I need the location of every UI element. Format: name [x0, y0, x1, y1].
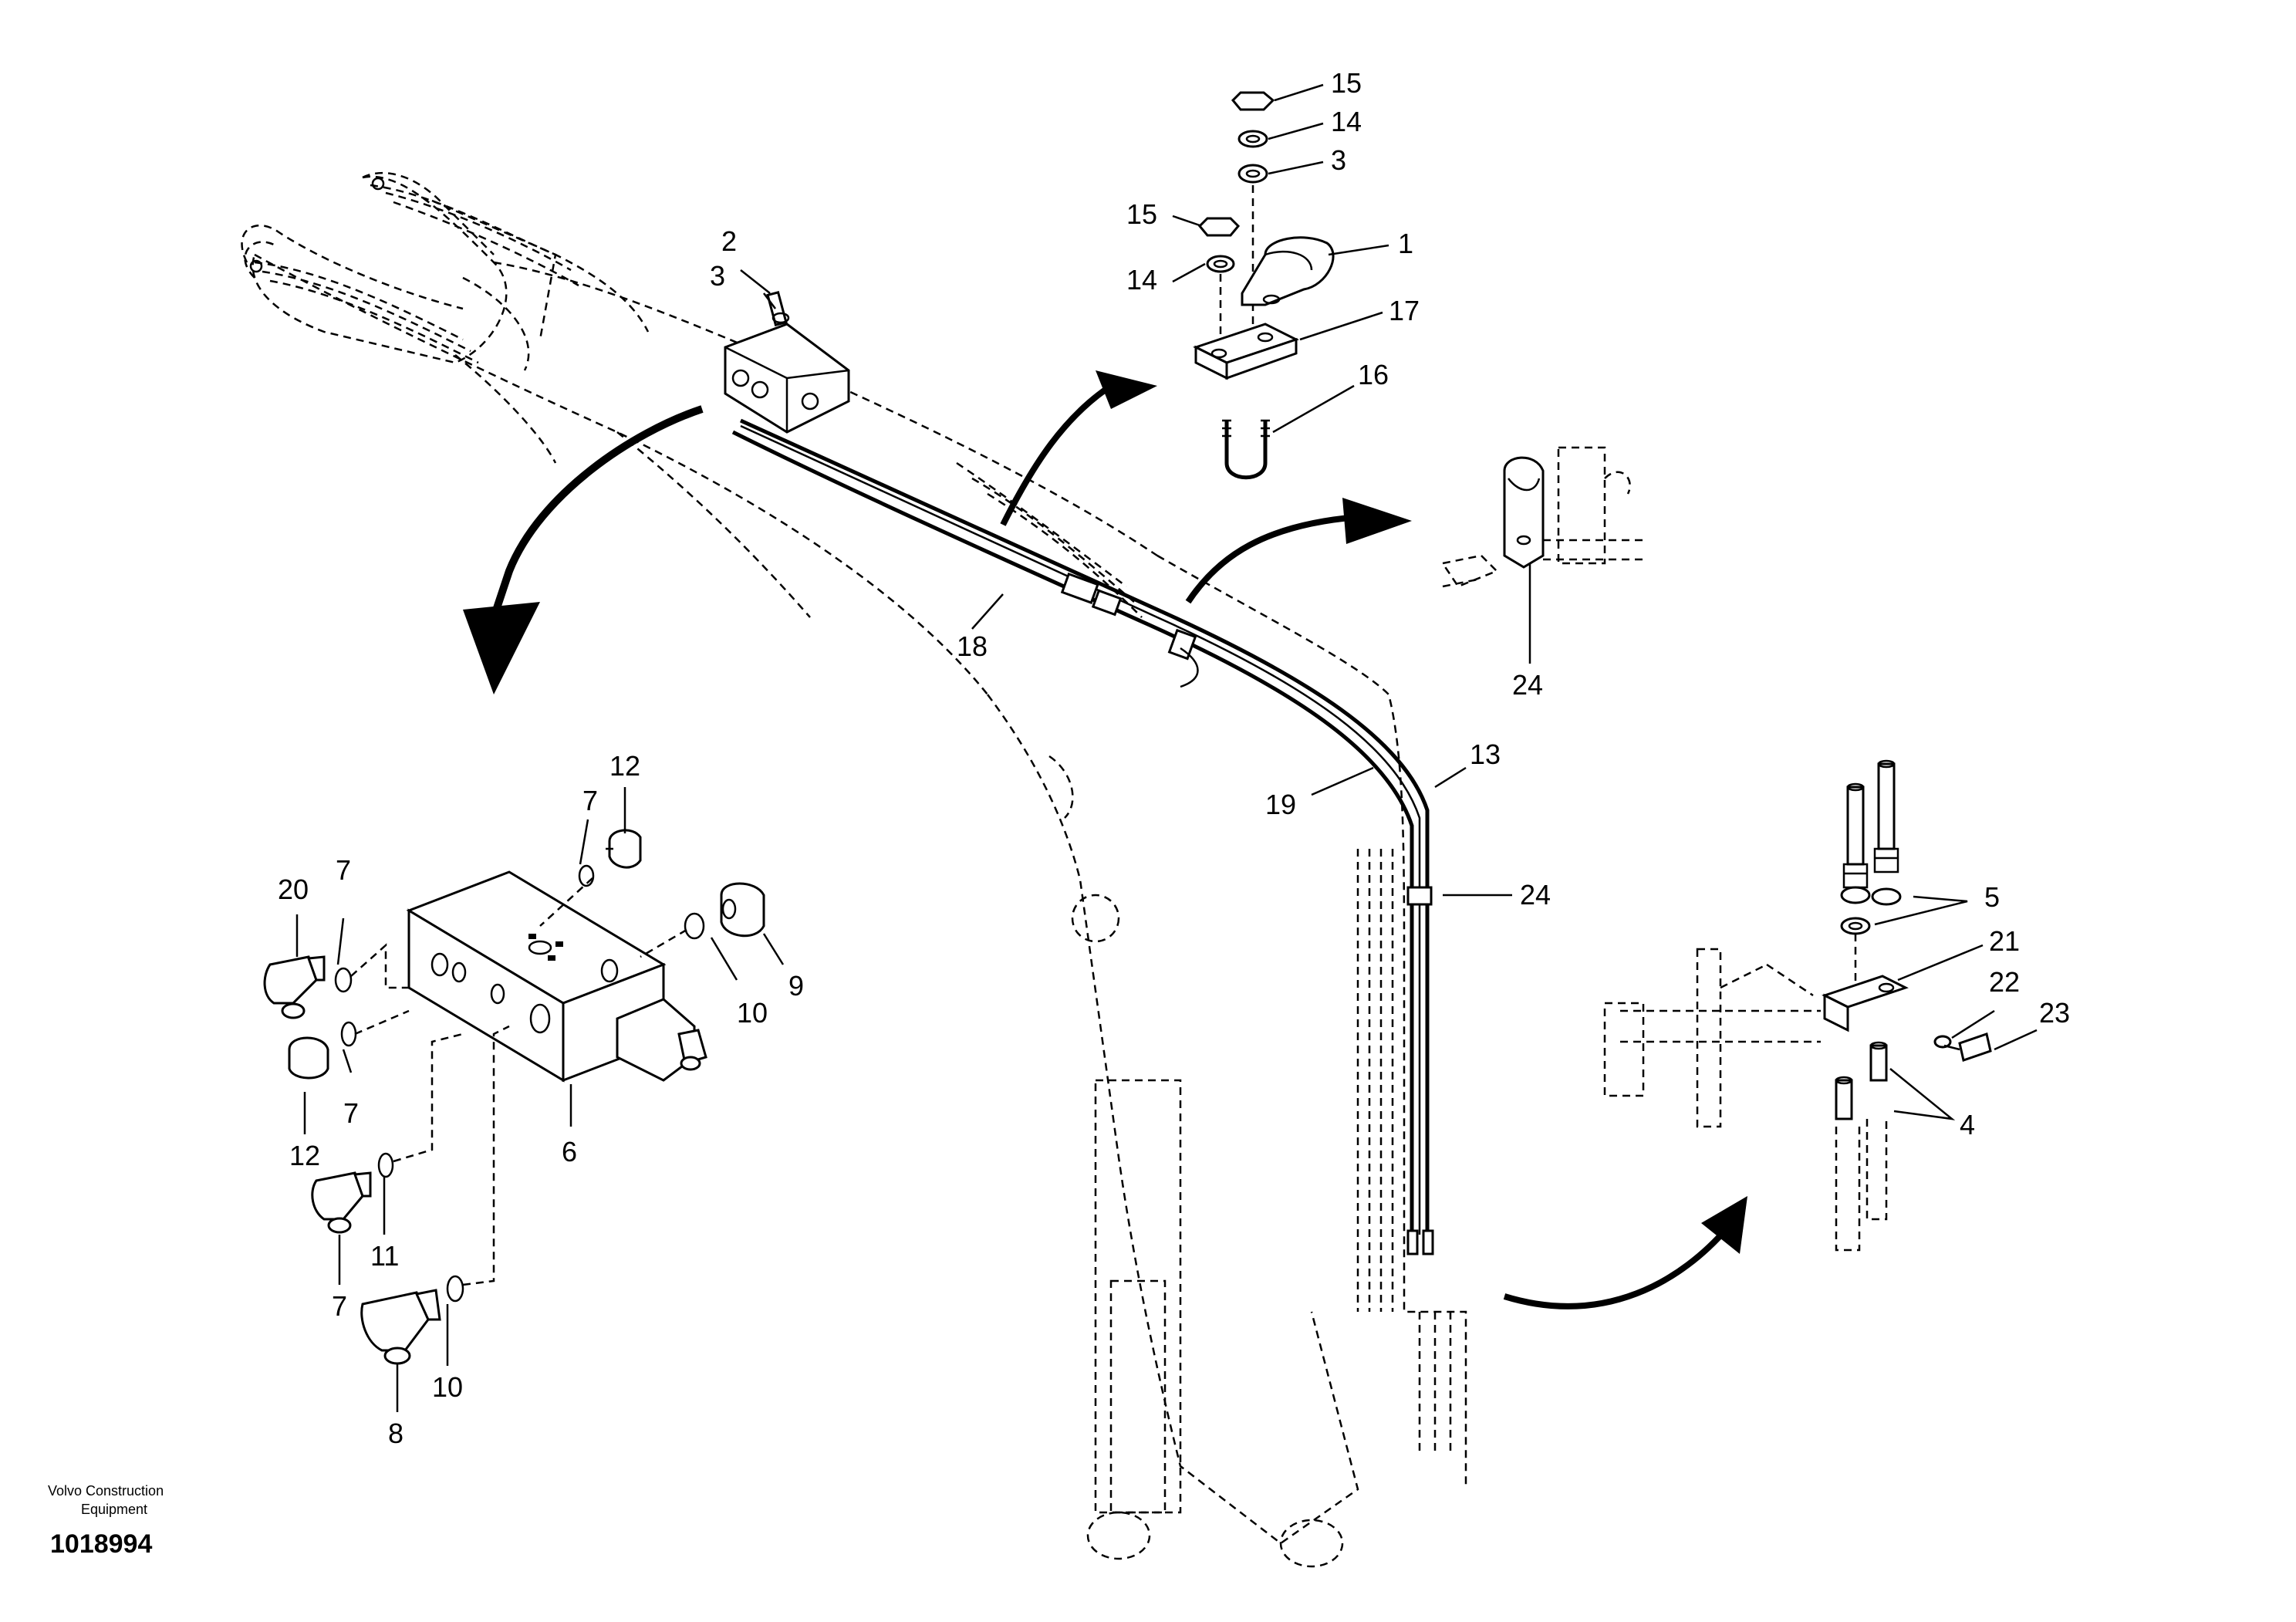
footer-credit: Volvo Construction Equipment 1018994: [48, 1483, 164, 1559]
callout-19: 19: [1265, 789, 1296, 820]
callout-3: 3: [1331, 144, 1346, 176]
callout-22: 22: [1989, 966, 2020, 998]
callout-10: 10: [737, 997, 768, 1029]
callout-11: 11: [370, 1240, 399, 1272]
callout-21: 21: [1989, 925, 2020, 957]
callout-1: 1: [1398, 228, 1413, 259]
callout-5: 5: [1984, 881, 2000, 913]
callout-12: 12: [609, 750, 640, 782]
callout-15: 15: [1331, 67, 1362, 99]
callout-16: 16: [1358, 359, 1389, 390]
callout-7: 7: [336, 854, 351, 886]
callout-labels: 15 14 3 15 14 1 17 16 2 3 18 24 13 19 24…: [278, 67, 2070, 1449]
credit-line-1: Volvo Construction: [48, 1483, 164, 1499]
callout-9: 9: [788, 970, 804, 1002]
boom-outline: [252, 175, 1467, 1568]
flow-arrows: [463, 370, 1747, 1309]
callout-14: 14: [1126, 264, 1157, 296]
callout-6: 6: [562, 1136, 577, 1168]
callout-4: 4: [1960, 1109, 1975, 1140]
callout-14: 14: [1331, 106, 1362, 137]
valve-block-exploded: [263, 829, 765, 1365]
callout-7: 7: [582, 785, 598, 816]
callout-10: 10: [432, 1371, 463, 1403]
callout-3: 3: [710, 260, 725, 292]
clamp-detail-24: [1440, 446, 1643, 588]
callout-24: 24: [1512, 669, 1543, 701]
callout-2: 2: [721, 225, 737, 257]
boom-valve-block: [724, 291, 850, 434]
lower-right-fittings: [1603, 759, 1992, 1252]
callout-18: 18: [957, 630, 988, 662]
credit-line-2: Equipment: [81, 1502, 147, 1517]
attachment-outline: [241, 171, 650, 464]
clamp-assembly: [1193, 91, 1335, 480]
callout-7: 7: [332, 1290, 347, 1322]
callout-24: 24: [1520, 879, 1551, 911]
hydraulic-hoses: [731, 418, 1434, 1255]
leader-lines: [295, 83, 2038, 1412]
callout-23: 23: [2039, 997, 2070, 1029]
callout-13: 13: [1470, 738, 1501, 770]
callout-20: 20: [278, 874, 309, 905]
drawing-id: 1018994: [50, 1529, 152, 1559]
callout-15: 15: [1126, 198, 1157, 230]
callout-8: 8: [388, 1418, 403, 1449]
callout-17: 17: [1389, 295, 1420, 326]
callout-12: 12: [289, 1140, 320, 1171]
callout-7: 7: [343, 1097, 359, 1129]
